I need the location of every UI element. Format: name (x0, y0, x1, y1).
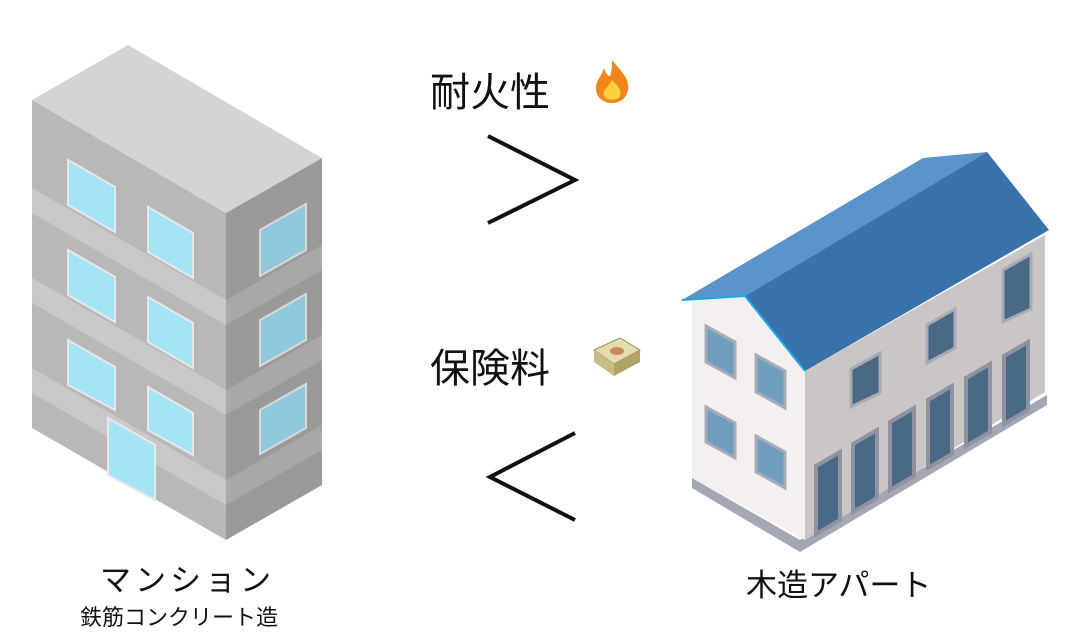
wooden-apartment-illustration (681, 152, 1049, 552)
fire-resistance-label: 耐火性 (430, 70, 550, 116)
money-bundle-icon (593, 337, 642, 376)
fire-icon (596, 60, 629, 103)
mansion-illustration (32, 45, 322, 540)
wooden-apartment-label: 木造アパート (746, 568, 932, 604)
insurance-premium-label: 保険料 (430, 346, 550, 392)
mansion-structure-label: 鉄筋コンクリート造 (80, 606, 279, 631)
mansion-label: マンション (100, 563, 275, 599)
less-than-symbol (485, 431, 576, 522)
greater-than-symbol (487, 134, 580, 225)
